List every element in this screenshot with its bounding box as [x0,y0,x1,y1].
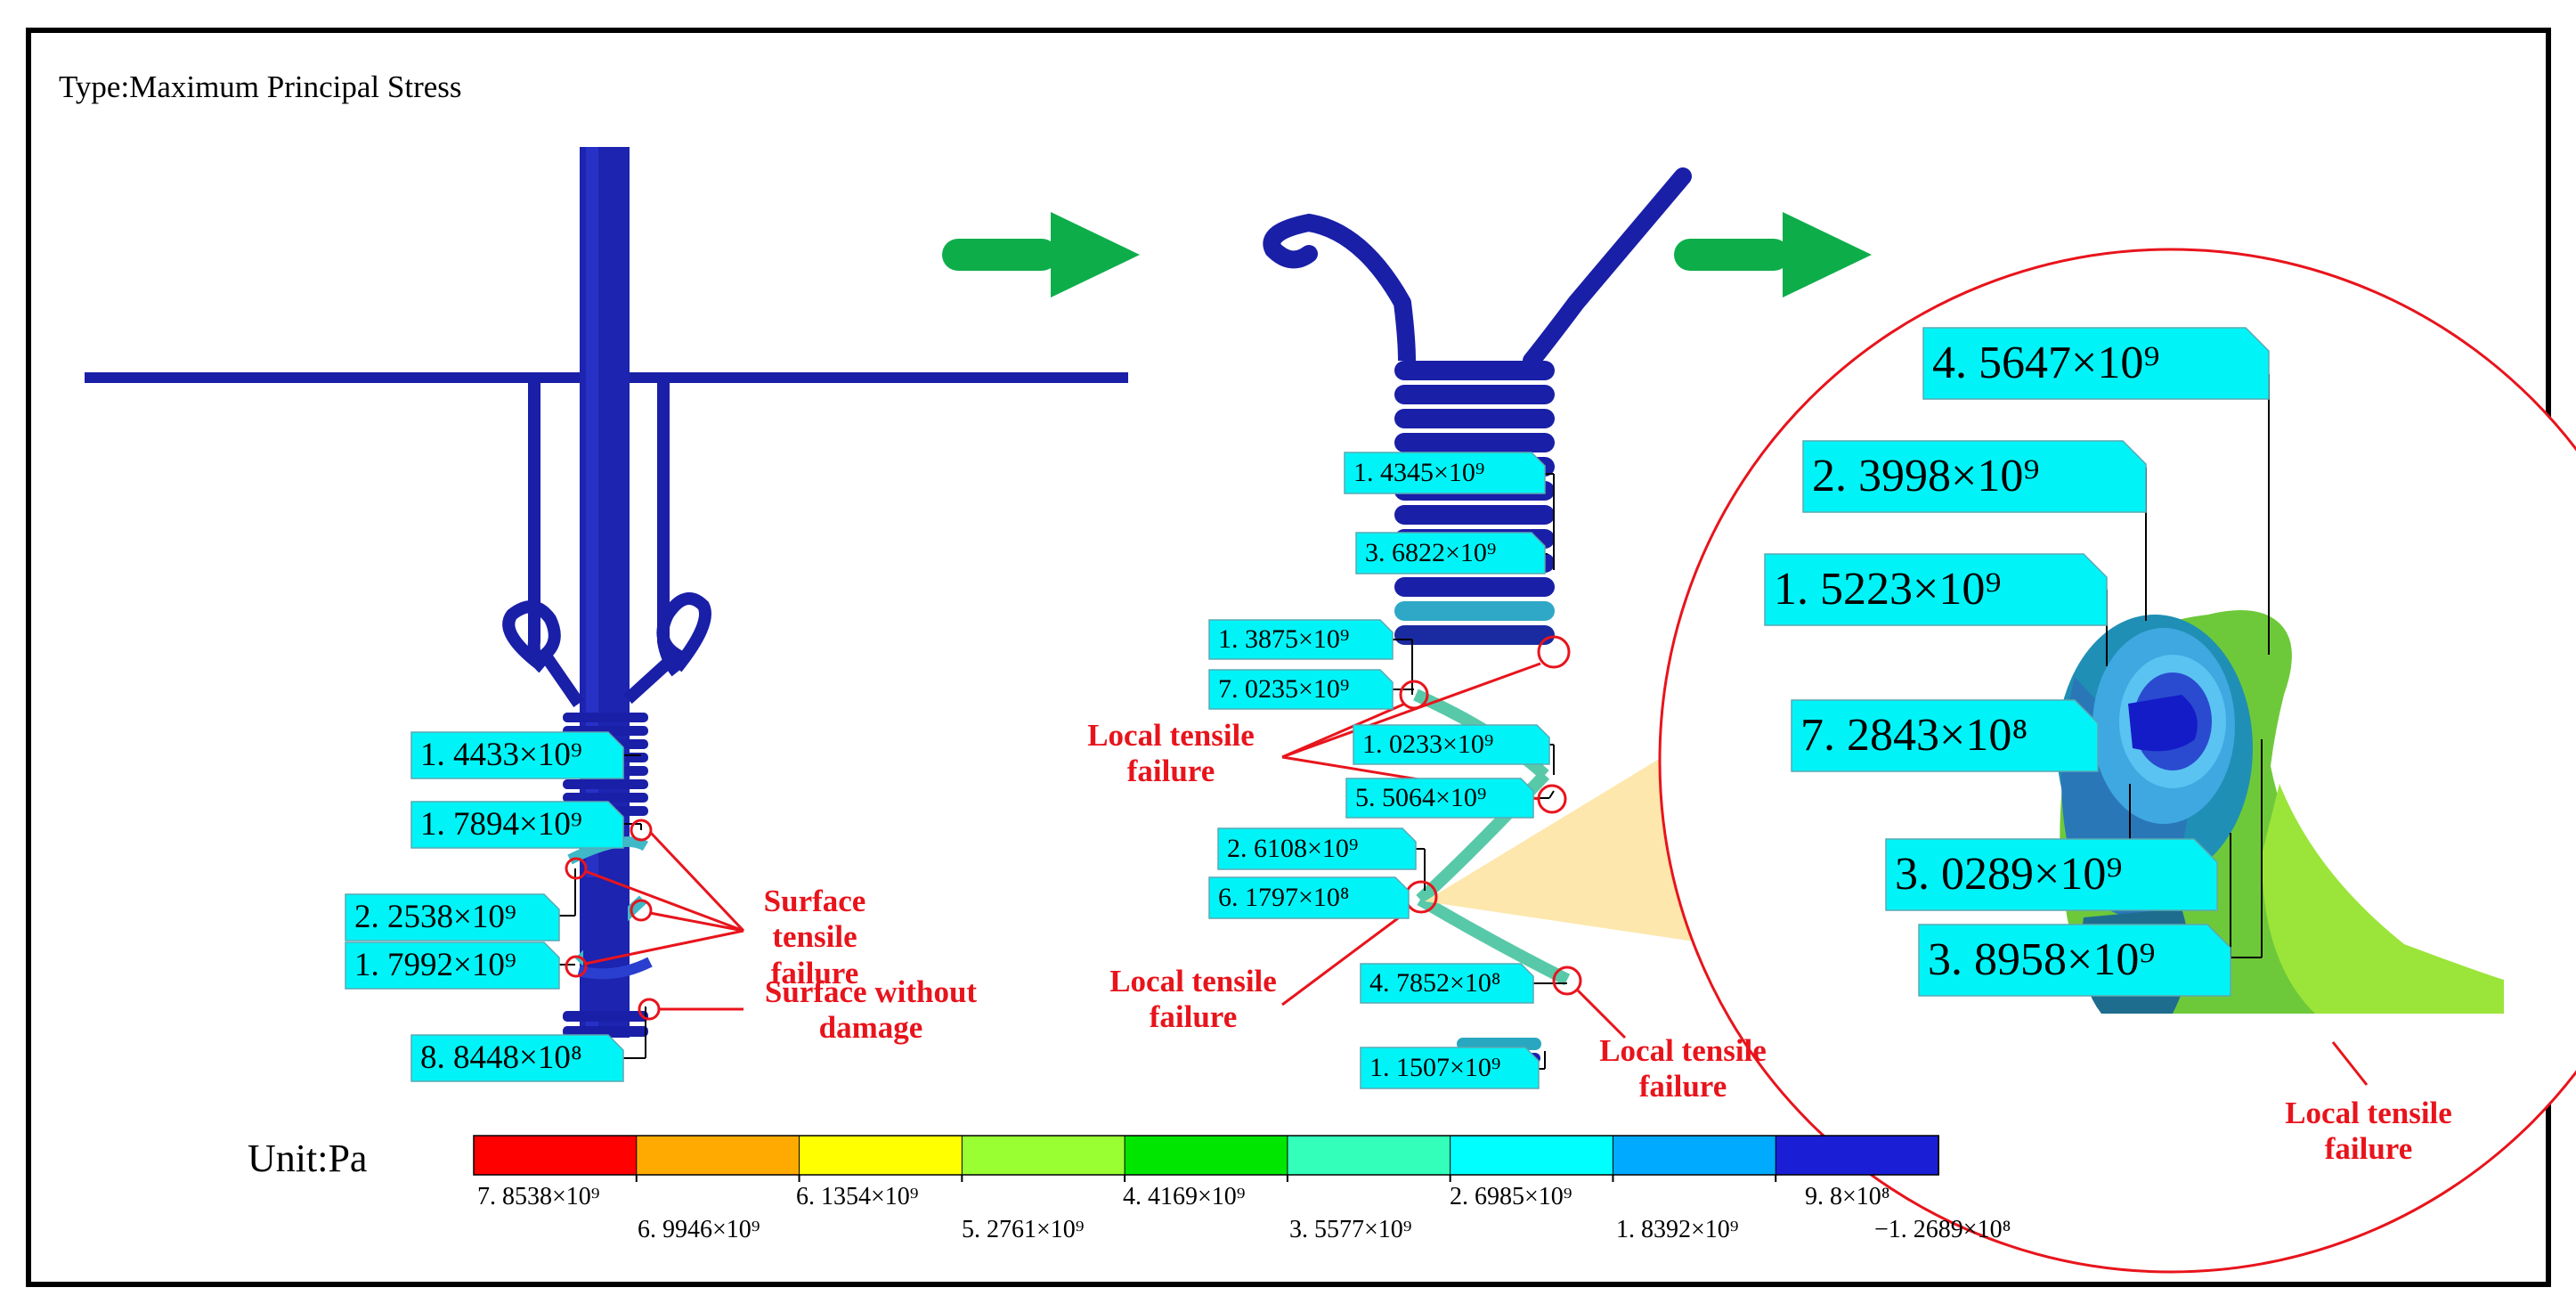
callout-value: 3. 8958×10⁹ [1928,934,2156,985]
callout-value: 2. 6108×10⁹ [1227,834,1359,863]
legend-tick-label: 1. 8392×10⁹ [1616,1216,1739,1243]
unit-label: Unit:Pa [248,1137,368,1180]
callout-value: 1. 7894×10⁹ [420,806,582,843]
callout-value: 3. 6822×10⁹ [1365,538,1497,567]
legend-tick-label: 7. 8538×10⁹ [477,1183,600,1210]
callout-box [1802,440,2147,513]
legend-band [1612,1135,1777,1176]
failure-circle [630,899,653,922]
callout-box [1345,778,1534,819]
arrow-right-1 [942,212,1140,297]
callout-value: 7. 2843×10⁸ [1800,710,2028,761]
callout-box [1353,724,1550,765]
legend-tick-label: 4. 4169×10⁹ [1123,1183,1246,1210]
failure-circle [565,857,588,880]
callout-box [1791,699,2099,772]
callout-value: 2. 3998×10⁹ [1812,451,2040,501]
legend-tick-label: 5. 2761×10⁹ [962,1216,1085,1243]
annotation-text: Local tensile failure [2285,1096,2452,1167]
panel1-surface-without-damage: Surface without damage [746,974,995,1047]
legend-tick-label: 2. 6985×10⁹ [1450,1183,1572,1210]
legend-tick-label: −1. 2689×10⁸ [1874,1216,2011,1243]
type-label: Type:Maximum Principal Stress [59,69,462,104]
callout-value: 4. 7852×10⁸ [1369,968,1501,998]
legend-tick-label: 6. 1354×10⁹ [796,1183,919,1210]
callout-value: 1. 5223×10⁹ [1774,564,2002,615]
callout-value: 8. 8448×10⁸ [420,1039,582,1076]
callout-value: 7. 0235×10⁹ [1218,674,1350,704]
failure-circle [565,955,588,978]
callout-box [1918,924,2231,997]
legend-band [961,1135,1126,1176]
legend-band [1287,1135,1451,1176]
legend-band [1124,1135,1288,1176]
legend-band [636,1135,800,1176]
panel2-local-tensile-failure-2: Local tensile failure [1091,964,1296,1036]
callout-value: 5. 5064×10⁹ [1355,783,1487,812]
callout-value: 1. 0233×10⁹ [1362,729,1494,759]
legend-tick-label: 6. 9946×10⁹ [638,1216,760,1243]
failure-circle [1537,635,1571,669]
callout-value: 3. 0289×10⁹ [1895,849,2123,900]
legend-band [1775,1135,1939,1176]
failure-circle [630,819,653,842]
callout-value: 6. 1797×10⁸ [1218,883,1350,912]
legend-tick-label: 3. 5577×10⁹ [1289,1216,1412,1243]
callout-value: 1. 7992×10⁹ [354,947,516,983]
arrow-right-2 [1674,212,1872,297]
panel3-local-tensile-failure: Local tensile failure [2266,1096,2471,1168]
legend-colorbar [473,1135,1939,1176]
annotation-text: Surface tensile failure [763,884,866,990]
panel3-failure-leader [2331,1041,2369,1086]
callouts [345,327,2270,1089]
legend-tick-marks [635,1175,1777,1182]
callout-box [345,941,560,990]
callout-box [1208,876,1410,919]
callout-value: 1. 4345×10⁹ [1353,458,1485,487]
legend-frame [473,1135,1939,1176]
panel1-surface-tensile-failure: Surface tensile failure [730,884,899,991]
callout-box [1885,838,2218,911]
callout-value: 1. 3875×10⁹ [1218,624,1350,654]
callout-value: 4. 5647×10⁹ [1932,338,2160,388]
panel1-failure-marks [565,819,745,1021]
legend-tick-label: 9. 8×10⁸ [1805,1183,1890,1210]
callout-box [1208,619,1394,660]
callout-value: 1. 4433×10⁹ [420,737,582,773]
panel2-local-tensile-failure-1: Local tensile failure [1069,718,1273,790]
panel2-local-tensile-failure-3: Local tensile failure [1581,1033,1785,1105]
callout-box [410,731,624,779]
annotation-text: Local tensile failure [1109,964,1277,1035]
annotation-text: Local tensile failure [1087,718,1255,789]
annotation-text: Local tensile failure [1599,1033,1767,1104]
callout-box [1217,827,1417,870]
callout-box [1344,452,1546,494]
callout-box [1764,553,2108,626]
callout-value: 2. 2538×10⁹ [354,899,516,935]
callout-box [410,1034,624,1082]
callout-box [1360,1047,1540,1089]
callout-value: 1. 1507×10⁹ [1369,1053,1501,1082]
failure-circle [1552,966,1582,996]
legend-band [799,1135,963,1176]
annotation-text: Surface without damage [764,974,978,1046]
callout-box [410,801,624,849]
callout-box [1922,327,2270,400]
legend-band [473,1135,638,1176]
callout-box [345,893,560,941]
callout-box [1360,963,1534,1004]
callout-box [1355,532,1546,575]
panel2-leaders [1393,473,1567,1070]
legend-band [1450,1135,1614,1176]
callout-box [1208,669,1394,710]
